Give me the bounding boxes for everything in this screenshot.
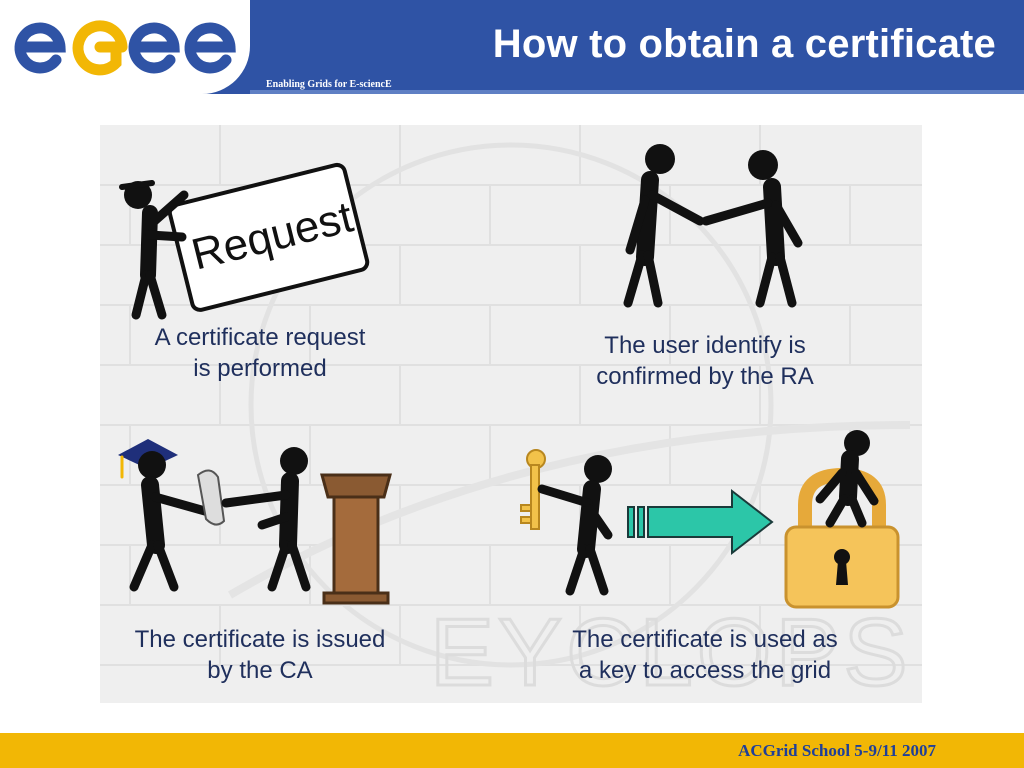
stick-figure-ra bbox=[701, 150, 803, 308]
handshake-illustration bbox=[623, 144, 803, 308]
stick-figure-ca bbox=[118, 439, 217, 592]
arrow-right-icon bbox=[627, 488, 774, 556]
stick-figure-user bbox=[623, 144, 705, 308]
background-watermark: EYCLOPS bbox=[430, 599, 912, 703]
slide-footer: ACGrid School 5-9/11 2007 bbox=[0, 733, 1024, 768]
header-stripe bbox=[250, 90, 1024, 94]
illustration-svg: EYCLOPS Request bbox=[100, 125, 922, 703]
podium-icon bbox=[320, 473, 392, 605]
footer-text: ACGrid School 5-9/11 2007 bbox=[738, 741, 936, 760]
logo-area bbox=[0, 0, 250, 94]
caption-line: A certificate request bbox=[154, 324, 366, 351]
stick-figure-key-holder bbox=[537, 455, 613, 596]
access-illustration bbox=[520, 430, 900, 609]
slide-title: How to obtain a certificate bbox=[492, 22, 996, 66]
key-icon bbox=[520, 449, 546, 530]
caption-key: The certificate is used as a key to acce… bbox=[540, 624, 870, 686]
caption-line: by the CA bbox=[207, 657, 313, 684]
tagline: Enabling Grids for E-sciencE bbox=[266, 79, 392, 90]
caption-line: a key to access the grid bbox=[578, 657, 832, 684]
caption-line: The certificate is used as bbox=[572, 626, 838, 653]
certificate-scroll-icon bbox=[196, 469, 226, 526]
issue-illustration bbox=[118, 439, 392, 605]
caption-line: The certificate is issued bbox=[134, 626, 386, 653]
caption-line: confirmed by the RA bbox=[596, 363, 814, 390]
egee-logo bbox=[14, 20, 236, 76]
globe-watermark bbox=[248, 142, 774, 668]
request-illustration: Request bbox=[119, 162, 370, 320]
stick-figure-user-receiving bbox=[221, 447, 311, 592]
caption-identity: The user identify is confirmed by the RA bbox=[560, 330, 850, 392]
watermark-swoosh bbox=[227, 421, 911, 599]
stick-figure-requester bbox=[119, 180, 189, 320]
illustration-area: EYCLOPS Request bbox=[100, 125, 922, 703]
caption-line: is performed bbox=[193, 355, 327, 382]
caption-line: The user identify is bbox=[604, 332, 806, 359]
slide-header: Enabling Grids for E-sciencE How to obta… bbox=[0, 0, 1024, 94]
caption-request: A certificate request is performed bbox=[120, 322, 400, 384]
stick-figure-on-lock bbox=[815, 430, 879, 528]
caption-issued: The certificate is issued by the CA bbox=[100, 624, 420, 686]
